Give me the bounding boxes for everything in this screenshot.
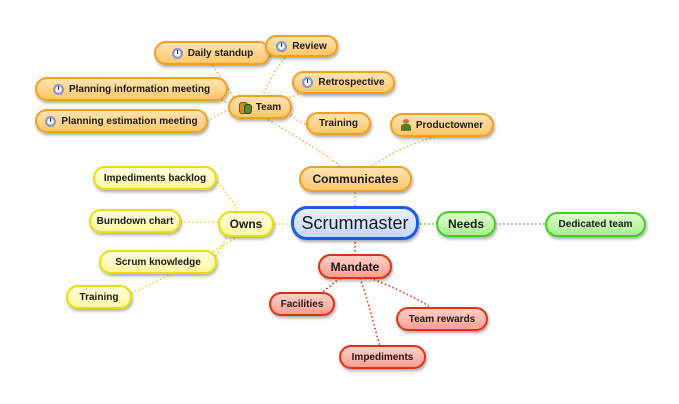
node-needs-label: Needs [447,217,485,231]
node-planning-estimation-meeting-label: Planning estimation meeting [61,115,198,127]
node-team-rewards[interactable]: Team rewards [396,307,488,331]
node-team[interactable]: Team [228,95,292,119]
meeting-clock-icon [276,40,288,52]
person-icon [400,119,411,131]
link-mandate-facilities [309,277,341,299]
node-team-rewards-label: Team rewards [408,313,476,325]
node-impediments[interactable]: Impediments [339,345,426,369]
node-dedicated-team-label: Dedicated team [558,219,633,230]
node-burndown-chart[interactable]: Burndown chart [89,209,181,233]
node-impediments-backlog[interactable]: Impediments backlog [93,166,217,190]
node-retrospective-label: Retrospective [318,77,385,88]
node-productowner-label: Productowner [415,119,484,131]
node-planning-estimation-meeting[interactable]: Planning estimation meeting [35,109,208,133]
node-daily-standup-label: Daily standup [187,47,254,59]
link-team-planning-est [206,109,231,122]
node-facilities[interactable]: Facilities [269,292,335,316]
node-planning-information-meeting-label: Planning information meeting [68,83,211,95]
node-central-label: Scrummaster [301,212,409,233]
meeting-clock-icon [171,47,183,59]
node-owns[interactable]: Owns [218,211,274,237]
node-scrum-knowledge[interactable]: Scrum knowledge [99,250,217,274]
node-central[interactable]: Scrummaster [291,206,419,240]
link-communicates-team [264,117,341,167]
node-team-training-label: Training [319,118,358,129]
node-team-label: Team [255,101,282,113]
link-communicates-productowner [371,135,441,167]
node-communicates-label: Communicates [312,172,399,186]
node-planning-information-meeting[interactable]: Planning information meeting [35,77,228,101]
node-team-training[interactable]: Training [306,112,371,135]
node-burndown-chart-label: Burndown chart [96,215,174,227]
meeting-clock-icon [45,115,57,127]
link-mandate-team-rewards [369,277,436,311]
link-owns-training [129,235,239,295]
meeting-clock-icon [52,83,64,95]
node-communicates[interactable]: Communicates [299,166,412,192]
node-impediments-backlog-label: Impediments backlog [103,172,207,184]
link-team-training [283,109,309,125]
link-mandate-impediments [359,277,381,347]
link-owns-impediments-backlog [214,179,241,213]
node-dedicated-team[interactable]: Dedicated team [545,212,646,237]
node-retrospective[interactable]: Retrospective [292,71,395,94]
node-mandate[interactable]: Mandate [318,254,392,279]
node-impediments-label: Impediments [351,351,414,363]
node-needs[interactable]: Needs [436,211,496,237]
meeting-clock-icon [302,77,314,88]
node-owns-label: Owns [229,217,263,231]
node-owns-training[interactable]: Training [66,285,132,309]
node-review[interactable]: Review [265,35,338,57]
node-scrum-knowledge-label: Scrum knowledge [115,256,201,268]
node-mandate-label: Mandate [330,259,380,274]
node-daily-standup[interactable]: Daily standup [154,41,271,65]
team-icon [238,101,252,114]
node-owns-training-label: Training [79,291,119,303]
node-review-label: Review [292,40,327,52]
node-facilities-label: Facilities [280,298,324,310]
node-productowner[interactable]: Productowner [390,113,494,137]
